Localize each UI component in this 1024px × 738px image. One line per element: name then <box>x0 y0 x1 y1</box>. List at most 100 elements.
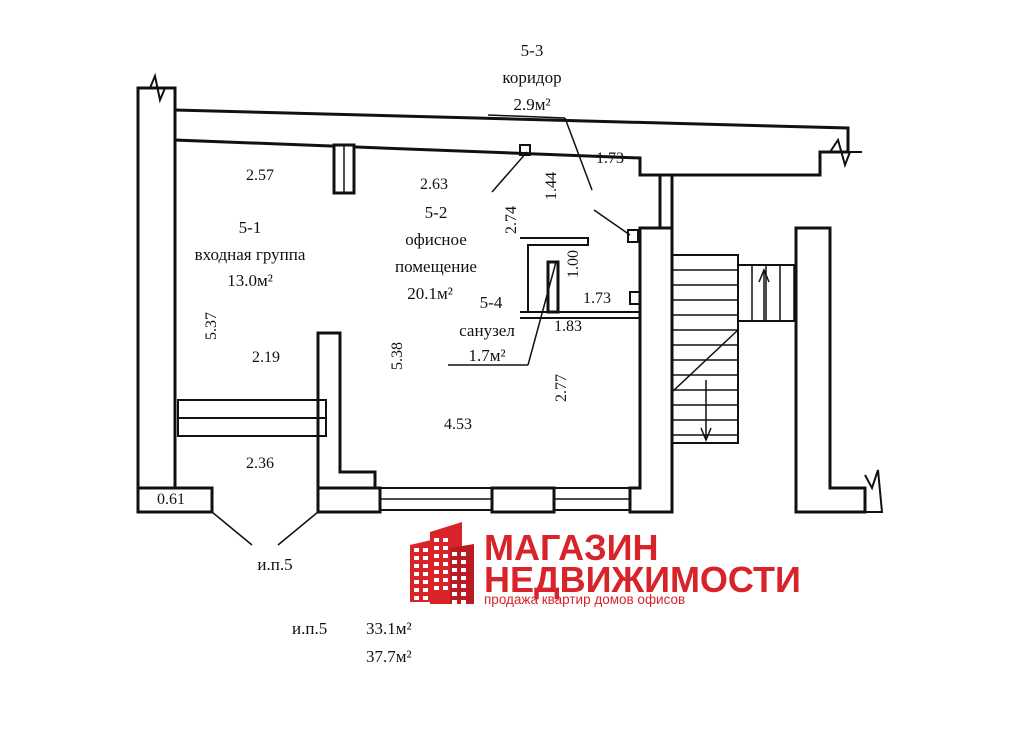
room-5-3-name: коридор <box>502 68 561 87</box>
stair-flight-right <box>737 264 797 322</box>
building-window <box>452 552 457 556</box>
building-window <box>414 556 419 560</box>
dim-2-63: 2.63 <box>420 176 448 193</box>
building-window <box>434 586 439 590</box>
dim-1-73-top: 1.73 <box>596 150 624 167</box>
building-window <box>434 554 439 558</box>
door-corridor <box>593 209 631 236</box>
building-window <box>423 580 428 584</box>
building-window <box>414 580 419 584</box>
room-5-2-name: офисное <box>405 230 467 249</box>
building-window <box>423 572 428 576</box>
building-window <box>423 556 428 560</box>
door-office <box>491 151 528 193</box>
leader-bathroom <box>527 261 557 366</box>
building-window <box>434 570 439 574</box>
bathroom-wall-bottom <box>520 311 641 319</box>
bottom-wall-left <box>136 486 214 514</box>
building-window <box>414 564 419 568</box>
corridor-wall <box>658 173 674 230</box>
building-window <box>423 588 428 592</box>
entrance-door-left <box>211 511 253 546</box>
room-5-2-name2: помещение <box>395 257 477 276</box>
building-window <box>443 586 448 590</box>
building-window <box>461 568 466 572</box>
building-window <box>414 548 419 552</box>
building-window <box>434 562 439 566</box>
building-window <box>443 562 448 566</box>
dim-2-57: 2.57 <box>246 167 274 184</box>
building-window <box>414 596 419 600</box>
dim-1-83: 1.83 <box>554 318 582 335</box>
brand-tagline: продажа квартир домов офисов <box>484 592 685 607</box>
top-wall <box>173 108 850 177</box>
building-window <box>461 600 466 604</box>
building-window <box>452 600 457 604</box>
building-window <box>434 546 439 550</box>
stair-break <box>864 469 884 513</box>
building-window <box>434 538 439 542</box>
room-5-1-name: входная группа <box>195 245 306 264</box>
step-2 <box>177 417 327 437</box>
leader-corridor-h <box>487 114 566 119</box>
building-window <box>423 564 428 568</box>
dim-2-36: 2.36 <box>246 455 274 472</box>
doors <box>211 151 631 546</box>
dim-2-74: 2.74 <box>503 206 520 234</box>
bottom-wall-mid <box>316 486 382 514</box>
right-wall <box>628 226 674 514</box>
building-window <box>443 578 448 582</box>
building-window <box>452 584 457 588</box>
building-window <box>443 554 448 558</box>
room-5-4-name: санузел <box>459 321 515 340</box>
room-5-3-area: 2.9м² <box>513 95 550 114</box>
dim-2-19: 2.19 <box>252 349 280 366</box>
brand-line-2: НЕДВИЖИМОСТИ <box>484 559 801 600</box>
bathroom-pillar <box>629 291 641 305</box>
dim-5-38: 5.38 <box>389 342 406 370</box>
entrance-door-right <box>277 511 319 546</box>
dim-4-53: 4.53 <box>444 416 472 433</box>
step-1 <box>177 399 327 419</box>
building-window <box>452 568 457 572</box>
room-5-2-area: 20.1м² <box>407 284 453 303</box>
corridor-pillar <box>627 229 639 243</box>
room-5-4-area: 1.7м² <box>468 346 505 365</box>
building-window <box>461 560 466 564</box>
stair-steps <box>672 265 795 436</box>
room-labels: 5-3 коридор 2.9м² 5-1 входная группа 13.… <box>195 41 562 365</box>
brand-logo: МАГАЗИН НЕДВИЖИМОСТИ продажа квартир дом… <box>410 522 801 607</box>
building-window <box>423 596 428 600</box>
stair-cut-line <box>671 329 739 393</box>
building-window <box>461 592 466 596</box>
building-window <box>423 548 428 552</box>
bathroom-wall-left <box>520 237 589 312</box>
stair-flight-left <box>671 254 739 444</box>
building-window <box>461 576 466 580</box>
dim-0-61: 0.61 <box>157 491 185 508</box>
left-wall <box>136 86 177 514</box>
stair-arrowhead-up <box>758 268 770 283</box>
summary-area-2: 37.7м² <box>366 647 412 666</box>
room-5-1-area: 13.0м² <box>227 271 273 290</box>
dim-1-44: 1.44 <box>543 172 560 200</box>
stair-arrowhead-down <box>700 427 712 442</box>
room-5-4-number: 5-4 <box>480 293 503 312</box>
dim-1-00: 1.00 <box>565 250 582 278</box>
dim-5-37: 5.37 <box>203 312 220 340</box>
building-window <box>414 572 419 576</box>
building-window <box>452 576 457 580</box>
room-5-2-number: 5-2 <box>425 203 448 222</box>
dim-1-73-bath: 1.73 <box>583 290 611 307</box>
summary-area-1: 33.1м² <box>366 619 412 638</box>
walls <box>136 72 884 514</box>
dimension-labels: 2.57 2.63 1.73 1.44 2.74 1.00 1.73 1.83 … <box>157 150 624 508</box>
building-window <box>414 588 419 592</box>
room-5-1-number: 5-1 <box>239 218 262 237</box>
building-window <box>434 578 439 582</box>
brand-line-1: МАГАЗИН <box>484 527 659 568</box>
entrance-label: и.п.5 <box>257 555 292 574</box>
bottom-pier <box>490 486 556 514</box>
building-window <box>443 570 448 574</box>
